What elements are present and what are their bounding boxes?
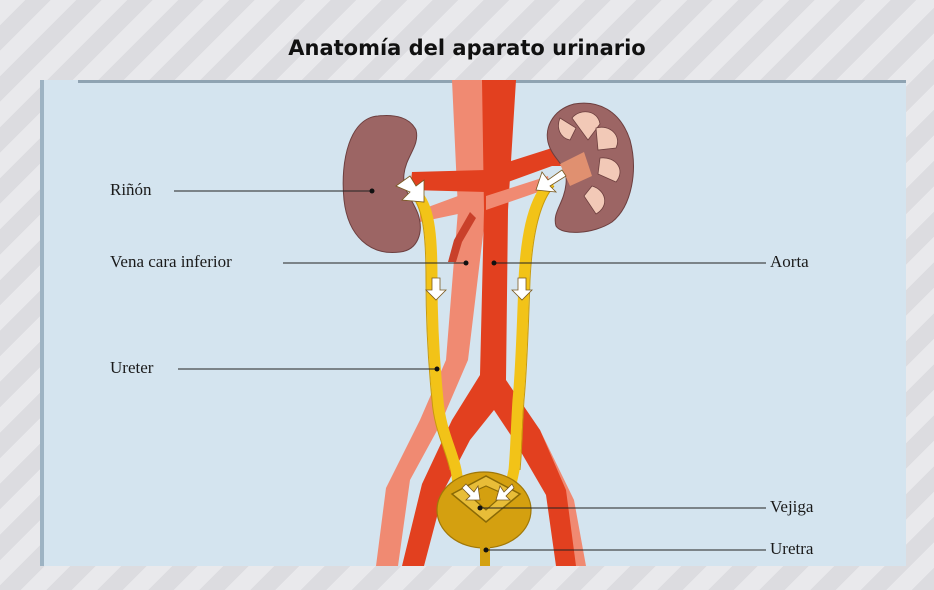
leader-dot	[370, 189, 375, 194]
label-inferior-vena-cava: Vena cara inferior	[110, 252, 232, 272]
leader-dot	[478, 506, 483, 511]
label-ureter: Ureter	[110, 358, 153, 378]
leader-dot	[492, 261, 497, 266]
panel-shadow-left	[40, 80, 44, 566]
label-aorta: Aorta	[770, 252, 809, 272]
label-urethra: Uretra	[770, 539, 813, 559]
leader-dot	[464, 261, 469, 266]
leader-dot	[484, 548, 489, 553]
leader-dot	[435, 367, 440, 372]
label-kidney: Riñón	[110, 180, 152, 200]
label-bladder: Vejiga	[770, 497, 813, 517]
